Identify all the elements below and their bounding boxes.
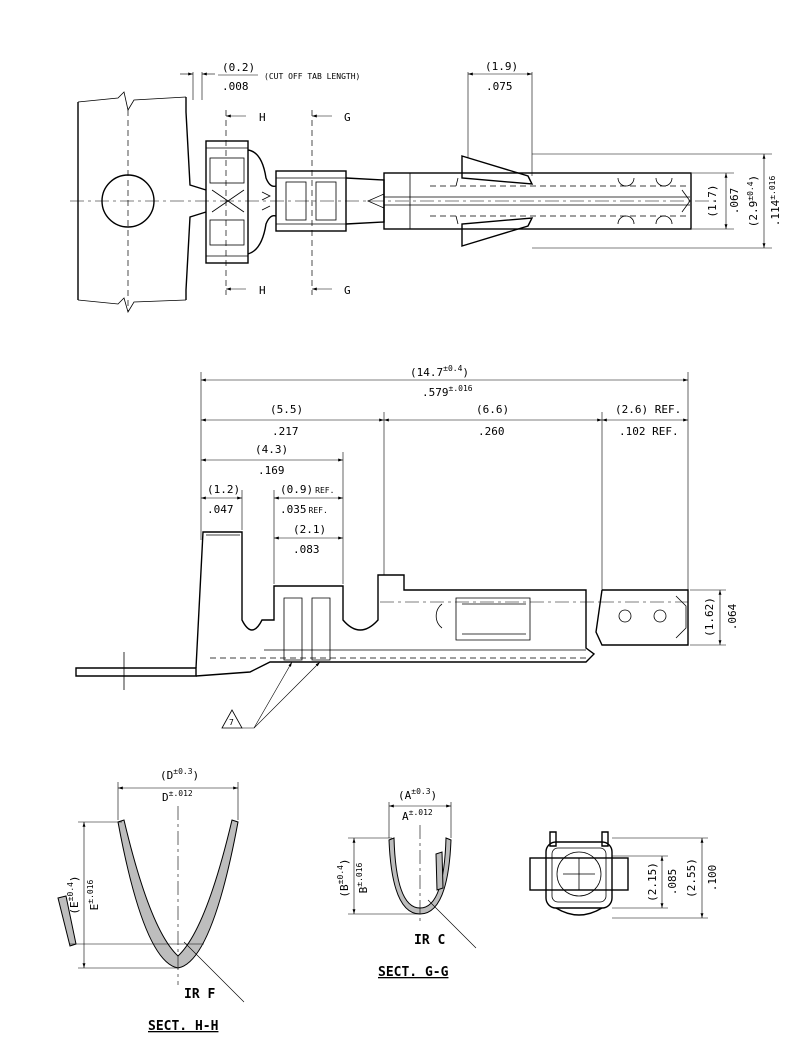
wire-crimp bbox=[275, 170, 347, 232]
height-dimension: (1.62) .064 bbox=[690, 589, 739, 646]
svg-text:(1.7): (1.7) bbox=[706, 184, 719, 217]
svg-text:.579±.016: .579±.016 bbox=[422, 384, 473, 399]
svg-text:.075: .075 bbox=[486, 80, 513, 93]
width-dimensions: (1.7) .067 (2.9±0.4) .114±.016 bbox=[532, 153, 782, 249]
segment-dimensions: (5.5) .217 (6.6) .260 (2.6) REF. .102 RE… bbox=[201, 403, 688, 590]
section-marker-g: G G bbox=[311, 110, 351, 297]
svg-text:(14.7±0.4): (14.7±0.4) bbox=[410, 364, 469, 379]
svg-text:(CUT OFF TAB LENGTH): (CUT OFF TAB LENGTH) bbox=[264, 72, 360, 81]
cutoff-dimension: (0.2) .008 (CUT OFF TAB LENGTH) bbox=[180, 61, 360, 100]
svg-text:(1.9): (1.9) bbox=[485, 60, 518, 73]
svg-text:(2.6) REF.: (2.6) REF. bbox=[615, 403, 681, 416]
section-g-title: SECT. G-G bbox=[378, 965, 449, 980]
svg-text:.083: .083 bbox=[293, 543, 320, 556]
svg-text:(5.5): (5.5) bbox=[270, 403, 303, 416]
terminal-side-profile bbox=[75, 531, 689, 690]
section-g-g: (A±0.3) A±.012 (B±0.4) B±.016 IR C SECT.… bbox=[336, 787, 477, 980]
svg-text:.102 REF.: .102 REF. bbox=[619, 425, 679, 438]
tab-dimension: (1.9) .075 bbox=[467, 60, 533, 176]
svg-text:(0.9)REF.: (0.9)REF. bbox=[280, 483, 334, 496]
section-h-label-bottom: H bbox=[259, 284, 266, 297]
svg-text:(1.2): (1.2) bbox=[207, 483, 240, 496]
svg-text:IR C: IR C bbox=[414, 933, 445, 948]
section-g-label-top: G bbox=[344, 111, 351, 124]
svg-text:A±.012: A±.012 bbox=[402, 808, 433, 823]
end-view: (2.15) .085 (2.55) .100 bbox=[529, 831, 719, 919]
svg-text:(B±0.4): (B±0.4) bbox=[336, 858, 351, 897]
section-h-title: SECT. H-H bbox=[148, 1019, 218, 1034]
svg-text:.085: .085 bbox=[666, 869, 679, 896]
svg-text:(E±0.4): (E±0.4) bbox=[66, 875, 81, 914]
svg-text:(1.62): (1.62) bbox=[703, 597, 716, 637]
svg-text:(2.9±0.4): (2.9±0.4) bbox=[746, 175, 760, 227]
svg-text:7: 7 bbox=[229, 718, 234, 727]
svg-text:.260: .260 bbox=[478, 425, 505, 438]
svg-text:(4.3): (4.3) bbox=[255, 443, 288, 456]
svg-text:B±.016: B±.016 bbox=[355, 862, 370, 893]
svg-text:.169: .169 bbox=[258, 464, 285, 477]
svg-text:(0.2): (0.2) bbox=[222, 61, 255, 74]
top-view: H H G G (0.2) .008 (CUT OFF TAB LENGTH) … bbox=[70, 60, 782, 313]
svg-text:(2.1): (2.1) bbox=[293, 523, 326, 536]
note-7-flag: 7 bbox=[221, 661, 321, 729]
svg-text:.064: .064 bbox=[726, 603, 739, 630]
svg-text:.067: .067 bbox=[728, 188, 741, 215]
side-view: (14.7±0.4) .579±.016 (5.5) .217 (6.6) .2… bbox=[75, 364, 739, 729]
svg-text:.100: .100 bbox=[706, 865, 719, 892]
svg-text:IR F: IR F bbox=[184, 987, 215, 1002]
section-g-label-bottom: G bbox=[344, 284, 351, 297]
svg-text:(6.6): (6.6) bbox=[476, 403, 509, 416]
svg-text:.217: .217 bbox=[272, 425, 299, 438]
crimp-length-dimension: (4.3) .169 bbox=[201, 443, 344, 584]
svg-text:(2.55): (2.55) bbox=[685, 858, 698, 898]
svg-text:(2.15): (2.15) bbox=[646, 862, 659, 902]
insulation-crimp bbox=[205, 140, 249, 264]
section-h-h: (D±0.3) D±.012 (E±0.4) E±.016 IR F SECT.… bbox=[57, 767, 245, 1034]
svg-text:.008: .008 bbox=[222, 80, 249, 93]
section-marker-h: H H bbox=[225, 110, 266, 297]
carrier-strip bbox=[77, 91, 187, 313]
overall-length-dimension: (14.7±0.4) .579±.016 bbox=[200, 364, 689, 590]
svg-text:(D±0.3): (D±0.3) bbox=[160, 767, 199, 782]
svg-text:(A±0.3): (A±0.3) bbox=[398, 787, 437, 802]
svg-text:D±.012: D±.012 bbox=[162, 789, 193, 804]
svg-text:.114±.016: .114±.016 bbox=[768, 176, 782, 227]
section-h-label-top: H bbox=[259, 111, 266, 124]
svg-text:E±.016: E±.016 bbox=[86, 879, 101, 910]
svg-text:.047: .047 bbox=[207, 503, 234, 516]
